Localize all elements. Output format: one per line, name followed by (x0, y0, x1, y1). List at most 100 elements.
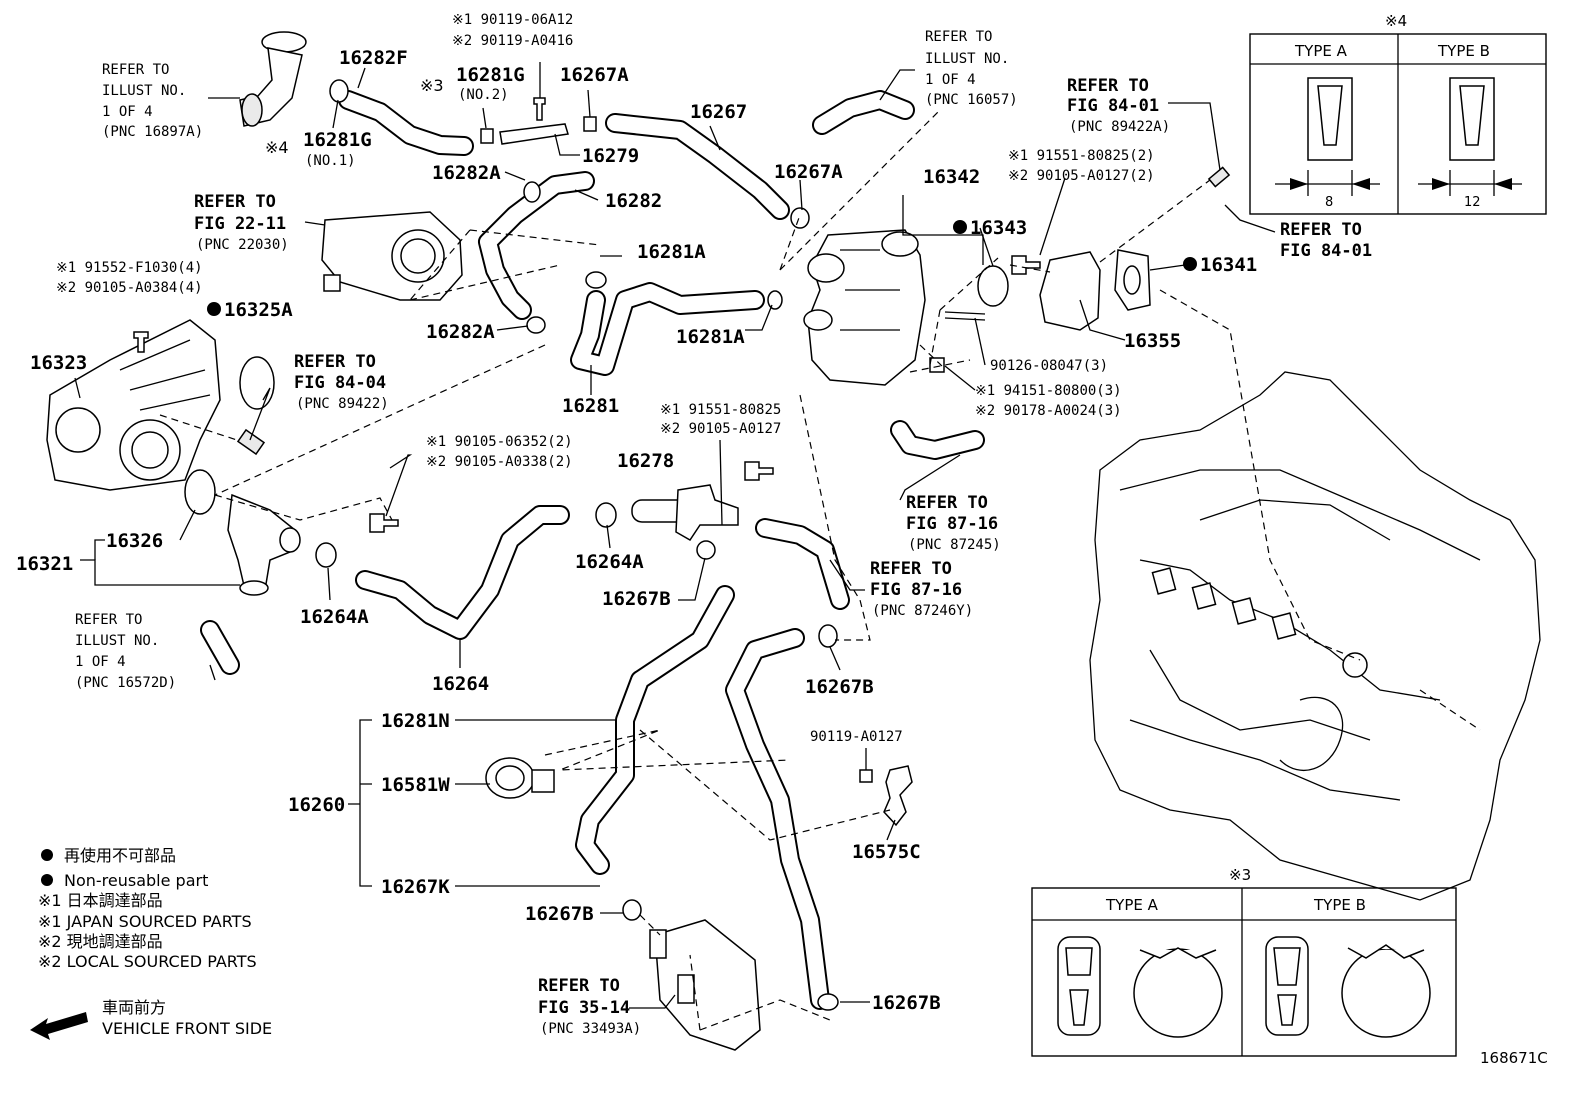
label-16282A-bot: 16282A (426, 321, 495, 343)
label-16267K: 16267K (381, 876, 450, 898)
svg-text:REFER TO: REFER TO (1280, 220, 1362, 240)
label-16323: 16323 (30, 352, 87, 374)
label-16267B-bot2: 16267B (872, 992, 941, 1014)
svg-text:(PNC 89422A): (PNC 89422A) (1069, 119, 1170, 135)
hose-clip (485, 757, 555, 799)
label-16281A-left: 16281A (637, 241, 706, 263)
svg-text:REFER TO: REFER TO (294, 352, 376, 372)
ref-fig-87-16-a: REFER TO FIG 87-16 (PNC 87245) (906, 493, 1001, 553)
gasket-hole (1123, 265, 1141, 295)
svg-text:1 OF 4: 1 OF 4 (925, 72, 976, 88)
hose-clamp-bracket (883, 765, 913, 827)
leader-lines (74, 62, 1276, 1009)
svg-text:(PNC 87245): (PNC 87245) (908, 537, 1001, 553)
note-bolt-top-2: ※2 90119-A0416 (452, 33, 573, 49)
svg-text:(PNC 89422): (PNC 89422) (296, 396, 389, 412)
svg-text:REFER TO: REFER TO (102, 62, 169, 78)
ref-fig-84-04: REFER TO FIG 84-04 (PNC 89422) (294, 352, 389, 412)
note-mid-bolt-2: ※2 90105-A0127 (660, 421, 781, 437)
front-arrow-icon (30, 1012, 88, 1040)
box-type3: TYPE A TYPE B ※3 (1031, 866, 1457, 1057)
svg-text:ILLUST NO.: ILLUST NO. (102, 83, 186, 99)
note-wp-bolt-2: ※2 90105-A0127(2) (1008, 168, 1155, 184)
stud-bolt (944, 311, 986, 321)
label-16281A-right: 16281A (676, 326, 745, 348)
engine-outline (1089, 289, 1541, 901)
svg-text:FIG 87-16: FIG 87-16 (870, 580, 962, 600)
label-16267: 16267 (690, 101, 747, 123)
thermostat-gasket (184, 469, 216, 515)
svg-text:FIG 84-01: FIG 84-01 (1067, 96, 1159, 116)
refer-callouts: REFER TO ILLUST NO. 1 OF 4 (PNC 16897A) … (75, 29, 1372, 1037)
label-16326: 16326 (106, 530, 163, 552)
box3-mark: ※3 (1229, 866, 1251, 884)
oil-cooler (649, 919, 761, 1051)
label-16264A-mid: 16264A (575, 551, 644, 573)
note-th-bolt-1: ※1 90105-06352(2) (426, 434, 573, 450)
box3-type-a: TYPE A (1105, 896, 1159, 914)
legend-note2-jp: ※2 現地調達部品 (38, 932, 163, 951)
svg-text:(PNC 16572D): (PNC 16572D) (75, 675, 176, 691)
legend-front-jp: 車両前方 (102, 998, 166, 1017)
label-16281G-no2: 16281G (456, 64, 525, 86)
label-16325A: 16325A (224, 299, 293, 321)
label-16321: 16321 (16, 553, 73, 575)
svg-text:REFER TO: REFER TO (1067, 76, 1149, 96)
label-16281G-no2-sub: (NO.2) (458, 87, 509, 103)
ref-16572D: REFER TO ILLUST NO. 1 OF 4 (PNC 16572D) (75, 612, 176, 691)
svg-text:(PNC 16897A): (PNC 16897A) (102, 124, 203, 140)
box4-dim-b: 12 (1464, 195, 1481, 210)
ref-fig-35-14: REFER TO FIG 35-14 (PNC 33493A) (538, 976, 641, 1037)
svg-text:(PNC 87246Y): (PNC 87246Y) (872, 603, 973, 619)
throttle-body (321, 211, 463, 301)
legend: 再使用不可部品 Non-reusable part ※1 日本調達部品 ※1 J… (30, 846, 272, 1040)
legend-note2-en: ※2 LOCAL SOURCED PARTS (38, 952, 257, 971)
label-16282F: 16282F (339, 47, 408, 69)
legend-non-reusable-jp: 再使用不可部品 (64, 846, 176, 865)
label-16281G-no1-sub: (NO.1) (305, 153, 356, 169)
label-16575C: 16575C (852, 841, 921, 863)
ref-fig-22-11: REFER TO FIG 22-11 (PNC 22030) (194, 192, 289, 253)
note-nut-1: ※1 94151-80800(3) (975, 383, 1122, 399)
note-bolt-top-1: ※1 90119-06A12 (452, 12, 573, 28)
label-16281N: 16281N (381, 710, 450, 732)
label-16264A-left: 16264A (300, 606, 369, 628)
gasket-ring (239, 356, 275, 410)
legend-front-en: VEHICLE FRONT SIDE (102, 1019, 272, 1038)
label-16267B-right: 16267B (805, 676, 874, 698)
bypass-pipe (631, 484, 739, 541)
label-16282A-top: 16282A (432, 162, 501, 184)
svg-text:(PNC 22030): (PNC 22030) (196, 237, 289, 253)
bolts (133, 97, 1041, 783)
svg-text:ILLUST NO.: ILLUST NO. (925, 51, 1009, 67)
svg-text:1 OF 4: 1 OF 4 (75, 654, 126, 670)
svg-text:REFER TO: REFER TO (194, 192, 276, 212)
sensor-top-right (1207, 166, 1231, 188)
label-16267A-mid: 16267A (774, 161, 843, 183)
diagram-id: 168671C (1480, 1049, 1548, 1067)
svg-text:REFER TO: REFER TO (906, 493, 988, 513)
label-16264: 16264 (432, 673, 489, 695)
svg-text:(PNC 33493A): (PNC 33493A) (540, 1021, 641, 1037)
note-mid-bolt-1: ※1 91551-80825 (660, 402, 781, 418)
svg-text:REFER TO: REFER TO (925, 29, 992, 45)
svg-text:(PNC 16057): (PNC 16057) (925, 92, 1018, 108)
oil-filler-pipe (239, 31, 307, 127)
label-16260: 16260 (288, 794, 345, 816)
label-16267B-mid: 16267B (602, 588, 671, 610)
part-notes: ※1 90119-06A12 ※2 90119-A0416 ※1 91552-F… (56, 12, 1155, 745)
mark-4: ※4 (265, 138, 289, 157)
label-16342: 16342 (923, 166, 980, 188)
note-nut-2: ※2 90178-A0024(3) (975, 403, 1122, 419)
svg-text:FIG 84-04: FIG 84-04 (294, 373, 386, 393)
svg-text:FIG 35-14: FIG 35-14 (538, 998, 630, 1018)
legend-non-reusable-en: Non-reusable part (64, 871, 208, 890)
ref-16057: REFER TO ILLUST NO. 1 OF 4 (PNC 16057) (925, 29, 1018, 108)
o-ring (977, 265, 1009, 307)
label-16281: 16281 (562, 395, 619, 417)
ref-fig-84-01-a: REFER TO FIG 84-01 (PNC 89422A) (1067, 76, 1170, 135)
note-wp-bolt-1: ※1 91551-80825(2) (1008, 148, 1155, 164)
note-th-bolt-2: ※2 90105-A0338(2) (426, 454, 573, 470)
ref-fig-84-01-b: REFER TO FIG 84-01 (1280, 220, 1372, 261)
